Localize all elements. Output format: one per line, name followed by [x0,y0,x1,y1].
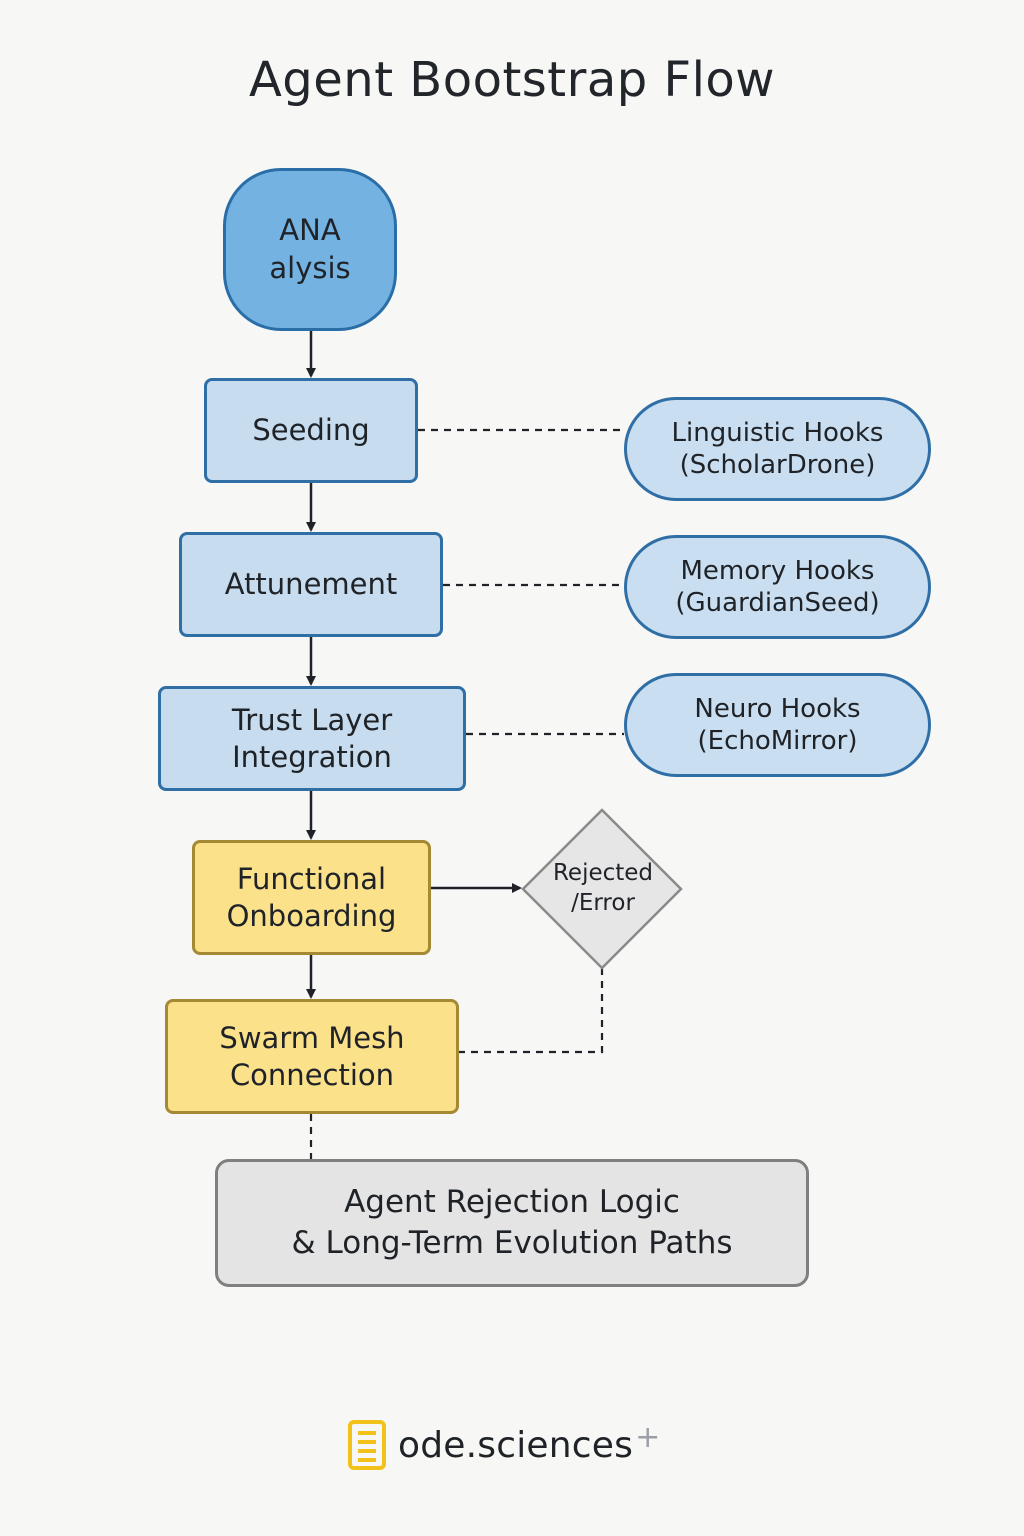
node-attunement: Attunement [179,532,443,637]
logo-text: ode.sciences [398,1424,634,1466]
decision-label: Rejected /Error [552,860,654,916]
dash-decision-to-swarm [459,968,604,1054]
node-ana-alysis: ANA alysis [223,168,397,331]
node-swarm-mesh-connection: Swarm Mesh Connection [165,999,459,1114]
logo-plus-mark: + [635,1419,661,1455]
hook-linguistic: Linguistic Hooks (ScholarDrone) [624,397,931,501]
diagram-title: Agent Bootstrap Flow [248,52,776,108]
node-functional-onboarding: Functional Onboarding [192,840,431,955]
hook-neuro: Neuro Hooks (EchoMirror) [624,673,931,777]
node-seeding: Seeding [204,378,418,483]
decision-diamond [521,808,683,970]
node-trust-layer-integration: Trust Layer Integration [158,686,466,791]
logo-icon [348,1420,386,1470]
brand-logo: ode.sciences + [348,1418,660,1472]
hook-memory: Memory Hooks (GuardianSeed) [624,535,931,639]
node-agent-rejection-logic: Agent Rejection Logic & Long-Term Evolut… [215,1159,809,1287]
